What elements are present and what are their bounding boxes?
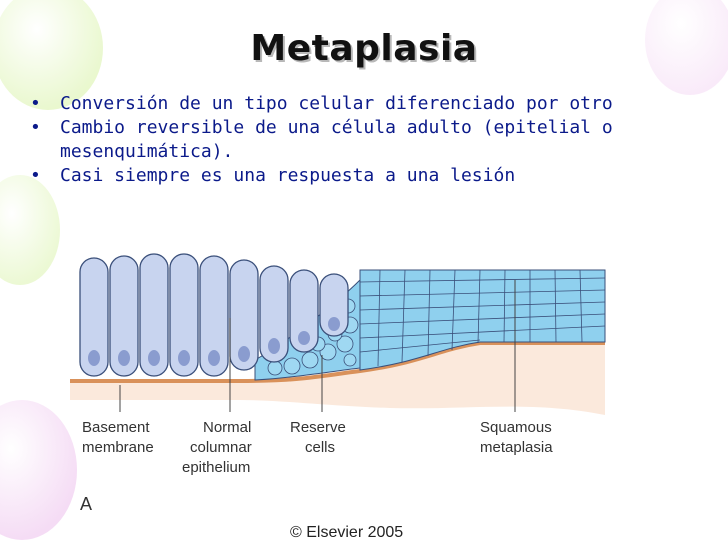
cell-nuclei bbox=[88, 317, 340, 366]
squamous-epithelium bbox=[359, 269, 606, 371]
label-basement-membrane: Basement bbox=[82, 419, 150, 436]
slide-title: Metaplasia bbox=[250, 28, 478, 69]
squamous-cell-mesh bbox=[359, 269, 606, 367]
bullet-dot-icon: • bbox=[30, 117, 41, 138]
label-basement-membrane: membrane bbox=[82, 439, 154, 456]
metaplasia-diagram: Basement membrane Normal columnar epithe… bbox=[70, 253, 606, 476]
bullet-text: Cambio reversible de una célula adulto (… bbox=[60, 117, 613, 162]
label-reserve-cells: cells bbox=[305, 439, 335, 456]
balloon-green-top-left bbox=[0, 0, 103, 110]
leader-lines bbox=[119, 280, 516, 412]
bullet-dot-icon: • bbox=[30, 93, 41, 114]
columnar-cells bbox=[79, 253, 349, 377]
label-normal-columnar: Normal bbox=[203, 419, 251, 436]
balloon-pink-top-right bbox=[645, 0, 728, 95]
basement-membrane bbox=[70, 341, 605, 383]
bullet-list: • Conversión de un tipo celular diferenci… bbox=[30, 92, 670, 188]
balloon-green-left bbox=[0, 175, 60, 285]
label-reserve-cells: Reserve bbox=[290, 419, 346, 436]
bullet-text: Conversión de un tipo celular diferencia… bbox=[60, 93, 613, 114]
balloon-pink-bottom-left bbox=[0, 400, 77, 540]
bullet-item: • Cambio reversible de una célula adulto … bbox=[30, 116, 670, 164]
label-normal-columnar: columnar bbox=[190, 439, 252, 456]
label-normal-columnar: epithelium bbox=[182, 459, 250, 476]
bullet-item: • Casi siempre es una respuesta a una les… bbox=[30, 164, 670, 188]
label-squamous-metaplasia: Squamous bbox=[480, 419, 552, 436]
copyright-notice: © Elsevier 2005 bbox=[290, 524, 404, 541]
label-squamous-metaplasia: metaplasia bbox=[480, 439, 553, 456]
bullet-item: • Conversión de un tipo celular diferenci… bbox=[30, 92, 670, 116]
panel-letter: A bbox=[80, 494, 93, 514]
bullet-dot-icon: • bbox=[30, 165, 41, 186]
connective-tissue bbox=[70, 342, 605, 415]
bullet-text: Casi siempre es una respuesta a una lesi… bbox=[60, 165, 516, 186]
